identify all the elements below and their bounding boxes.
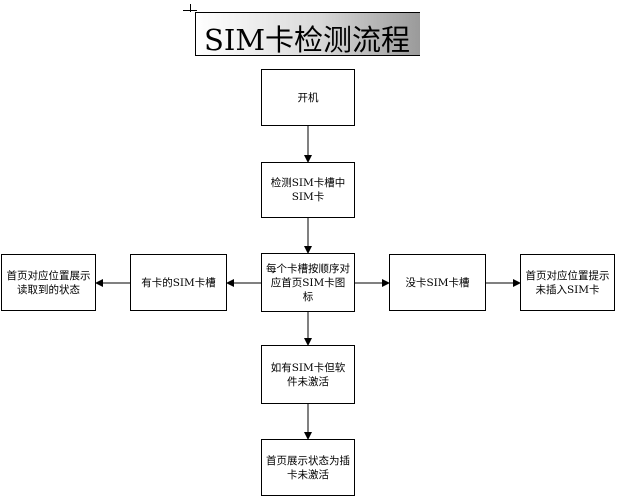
node-show-inactive-label: 首页展示状态为插卡未激活 [266,454,350,481]
node-ordered-icons: 每个卡槽按顺序对应首页SIM卡图标 [261,253,355,312]
node-no-sim: 没卡SIM卡槽 [389,254,486,311]
node-power-on: 开机 [261,69,355,126]
node-detect-slots: 检测SIM卡槽中SIM卡 [261,162,355,218]
node-sim-inactive: 如有SIM卡但软件未激活 [261,345,355,404]
node-has-sim: 有卡的SIM卡槽 [130,254,227,311]
node-show-read-state-label: 首页对应位置展示读取到的状态 [6,269,91,296]
title-decoration-tick [190,4,191,12]
node-prompt-insert: 首页对应位置提示未插入SIM卡 [520,254,615,311]
diagram-title: SIM卡检测流程 [204,23,411,57]
title-banner: SIM卡检测流程 [195,12,420,57]
node-has-sim-label: 有卡的SIM卡槽 [141,276,216,289]
node-show-inactive: 首页展示状态为插卡未激活 [261,439,355,496]
node-detect-slots-label: 检测SIM卡槽中SIM卡 [270,177,346,203]
node-power-on-label: 开机 [297,91,319,104]
title-box: SIM卡检测流程 [195,12,420,57]
node-no-sim-label: 没卡SIM卡槽 [405,276,470,289]
node-show-read-state: 首页对应位置展示读取到的状态 [1,254,96,311]
node-prompt-insert-label: 首页对应位置提示未插入SIM卡 [525,269,610,296]
node-sim-inactive-label: 如有SIM卡但软件未激活 [270,361,346,388]
node-ordered-icons-label: 每个卡槽按顺序对应首页SIM卡图标 [266,262,350,303]
